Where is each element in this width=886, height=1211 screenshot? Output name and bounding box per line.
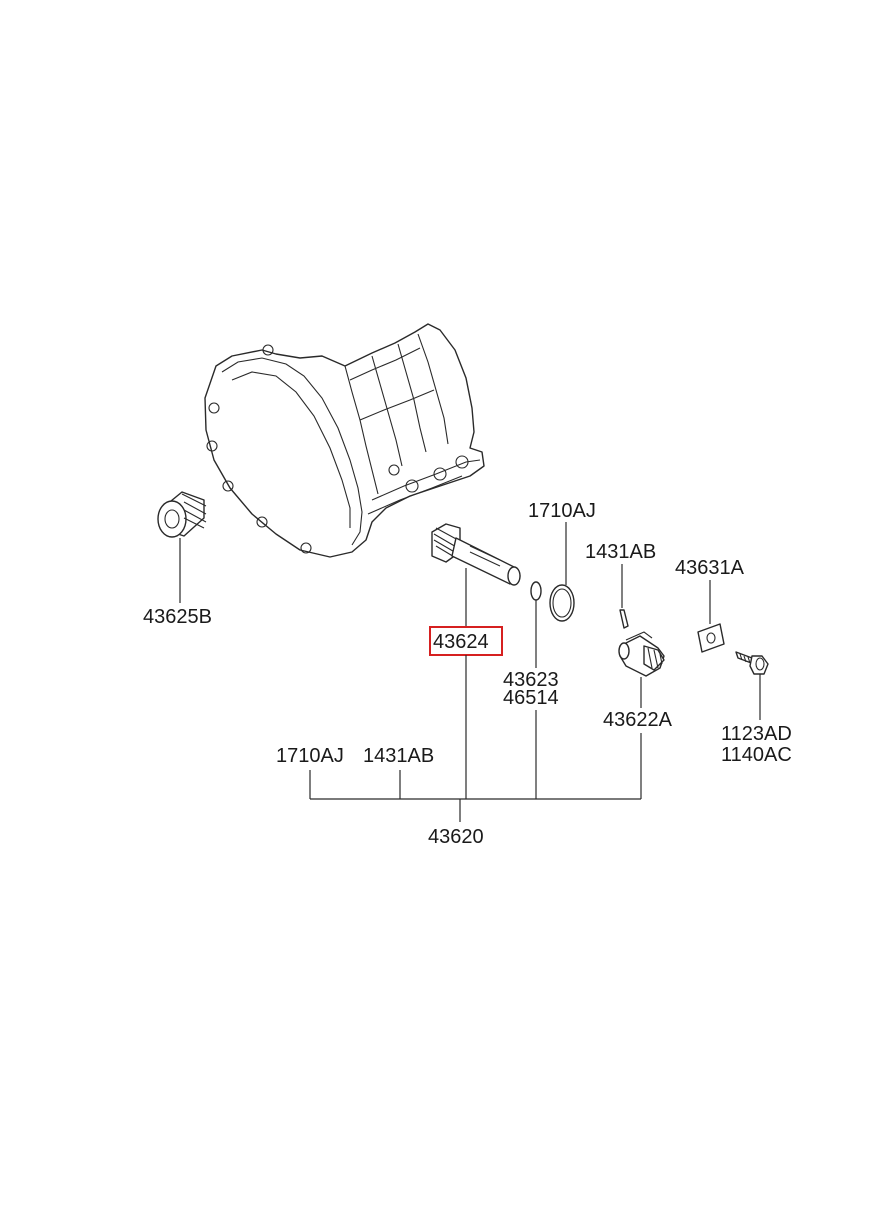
label-sleeve-sensor[interactable]: 43622A bbox=[603, 709, 673, 731]
label-assembly-pin[interactable]: 1431AB bbox=[363, 745, 434, 767]
label-oil-seal[interactable]: 43625B bbox=[143, 606, 212, 628]
pin-part[interactable] bbox=[619, 609, 629, 629]
o-ring-small-part[interactable] bbox=[530, 581, 542, 601]
label-plate[interactable]: 43631A bbox=[675, 557, 745, 579]
label-pin[interactable]: 1431AB bbox=[585, 541, 656, 563]
label-driven-gear[interactable]: 43624 bbox=[433, 631, 489, 653]
transmission-housing[interactable] bbox=[204, 323, 485, 558]
driven-gear-part[interactable] bbox=[431, 523, 521, 586]
bolt-part[interactable] bbox=[735, 651, 769, 675]
oil-seal-part[interactable] bbox=[157, 491, 207, 538]
label-o-ring-large[interactable]: 1710AJ bbox=[528, 500, 596, 522]
label-sleeve[interactable]: 46514 bbox=[503, 687, 559, 709]
label-assembly[interactable]: 43620 bbox=[428, 826, 484, 848]
sleeve-sensor-part[interactable] bbox=[618, 631, 665, 677]
label-bolt-a[interactable]: 1123AD bbox=[721, 723, 792, 745]
label-o-ring-small[interactable]: 43623 bbox=[503, 669, 559, 691]
o-ring-large-part[interactable] bbox=[549, 584, 575, 622]
plate-part[interactable] bbox=[697, 623, 725, 653]
plate-hole bbox=[706, 632, 716, 644]
o-ring-large-inner bbox=[552, 588, 572, 618]
label-assembly-o-ring[interactable]: 1710AJ bbox=[276, 745, 344, 767]
label-bolt-b[interactable]: 1140AC bbox=[721, 744, 792, 766]
